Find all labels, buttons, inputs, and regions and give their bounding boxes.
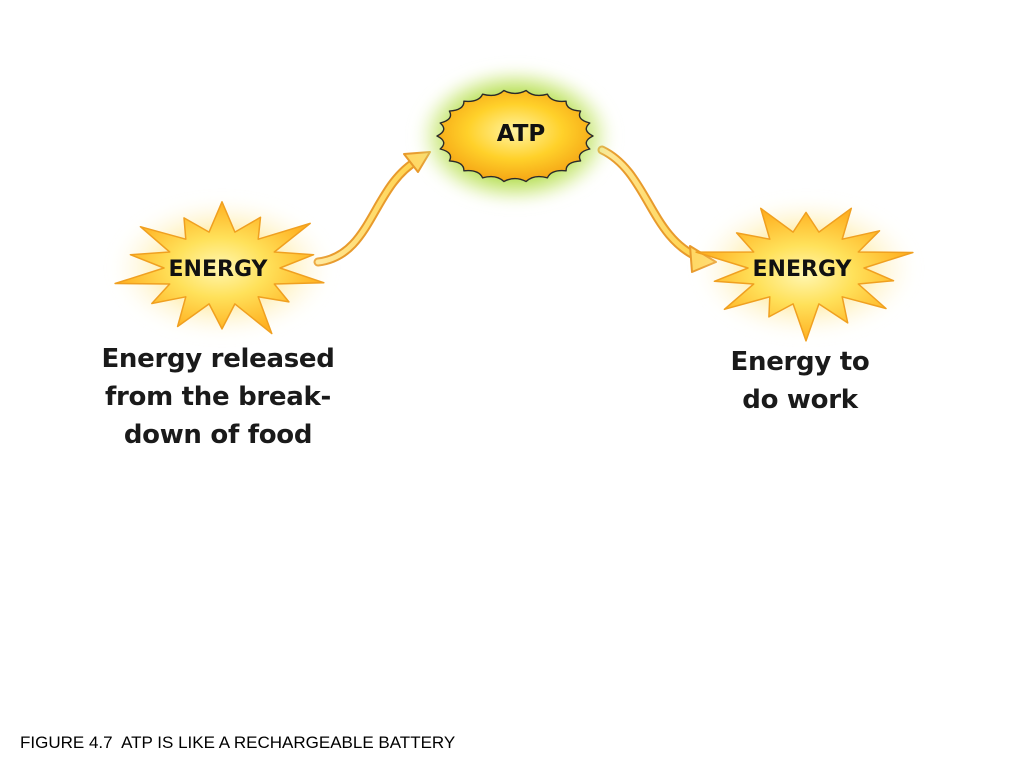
- energy-work-label: ENERGY: [753, 257, 853, 282]
- energy-source-burst: ENERGY: [112, 198, 332, 338]
- energy-source-label: ENERGY: [169, 257, 269, 282]
- energy-work-burst: ENERGY: [695, 198, 916, 342]
- starburst-icon: [695, 207, 914, 342]
- energy-source-caption: Energy released from the break- down of …: [101, 344, 335, 450]
- atp-node: ATP: [415, 66, 615, 206]
- figure-caption: FIGURE 4.7 ATP IS LIKE A RECHARGEABLE BA…: [20, 733, 456, 752]
- arrow-to-atp: [313, 151, 431, 267]
- atp-sun-icon: [436, 89, 594, 183]
- atp-label: ATP: [497, 121, 546, 147]
- starburst-icon: [114, 201, 325, 335]
- energy-work-caption: Energy to do work: [730, 347, 870, 415]
